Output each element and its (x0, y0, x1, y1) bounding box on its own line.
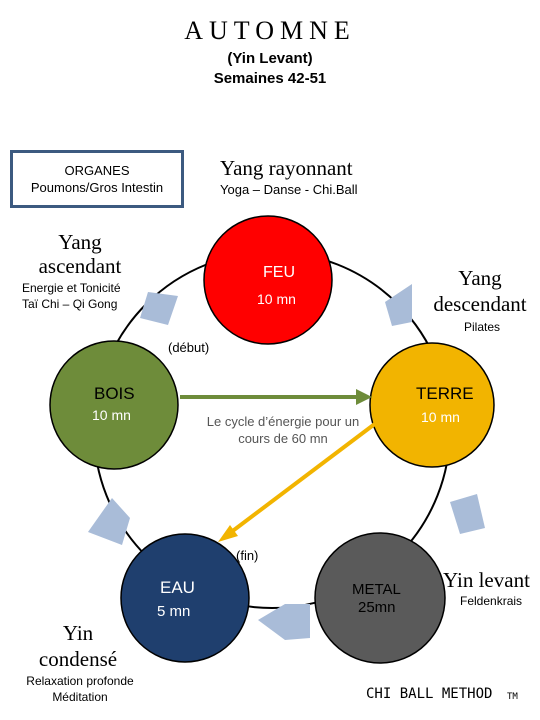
organs-value: Poumons/Gros Intestin (30, 180, 164, 195)
bois-duration: 10 mn (92, 407, 131, 423)
bois-circle (49, 340, 179, 470)
yang-descendant-title-2: descendant (433, 292, 527, 316)
arrow-metal-to-eau (258, 604, 310, 640)
yang-rayonnant-activities: Yoga – Danse - Chi.Ball (220, 182, 358, 197)
terre-circle (369, 342, 495, 468)
season-title: AUTOMNE (184, 16, 356, 45)
yellow-arrow-line (224, 418, 382, 538)
terre-duration: 10 mn (421, 409, 460, 425)
arrow-bois-to-feu (140, 292, 178, 325)
green-arrow-head (356, 389, 372, 405)
terre-name: TERRE (416, 384, 474, 403)
organs-label: ORGANES (64, 163, 130, 178)
eau-duration: 5 mn (157, 603, 191, 620)
yang-rayonnant-title: Yang rayonnant (220, 156, 353, 180)
yin-levant-title: Yin levant (443, 568, 530, 592)
yang-ascendant-activities-1: Energie et Tonicité (22, 281, 121, 295)
weeks-label: Semaines 42-51 (213, 70, 327, 87)
eau-circle (120, 533, 250, 663)
cycle-caption-1: Le cycle d’énergie pour un (206, 414, 360, 429)
trademark-label: TM (507, 692, 518, 702)
yang-ascendant-activities-2: Taï Chi – Qi Gong (22, 297, 118, 311)
eau-name: EAU (160, 578, 195, 597)
metal-circle (314, 532, 446, 664)
yin-levant-activities: Feldenkrais (460, 594, 523, 608)
cycle-caption-2: cours de 60 mn (238, 431, 328, 446)
arrow-feu-to-terre (385, 284, 412, 326)
yellow-arrow-head (218, 525, 238, 542)
arrow-eau-to-bois (88, 498, 130, 545)
start-label: (début) (168, 340, 210, 355)
metal-duration: 25mn (358, 599, 396, 616)
yin-condense-activities-1: Relaxation profonde (26, 674, 134, 688)
yin-condense-activities-2: Méditation (52, 690, 108, 704)
metal-name: METAL (352, 581, 401, 598)
feu-duration: 10 mn (257, 291, 296, 307)
end-label: (fin) (236, 548, 259, 563)
yang-ascendant-title-1: Yang (58, 230, 102, 254)
season-subtitle: (Yin Levant) (227, 50, 313, 67)
feu-circle (203, 215, 333, 345)
bois-name: BOIS (94, 384, 135, 403)
yang-ascendant-title-2: ascendant (38, 254, 122, 278)
yang-descendant-title-1: Yang (458, 266, 502, 290)
yin-condense-title-1: Yin (62, 621, 94, 645)
yin-condense-title-2: condensé (38, 647, 118, 671)
organs-box: ORGANES Poumons/Gros Intestin (10, 150, 184, 208)
arrow-terre-to-metal (450, 494, 485, 534)
yang-descendant-activities: Pilates (464, 320, 501, 334)
feu-name: FEU (263, 264, 295, 281)
brand-label: CHI BALL METHOD (366, 686, 493, 702)
